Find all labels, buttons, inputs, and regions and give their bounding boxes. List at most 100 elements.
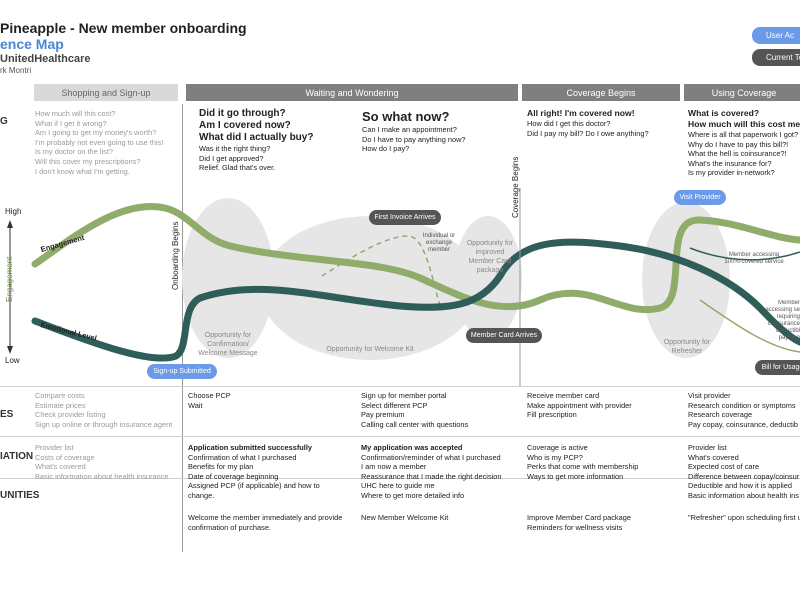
info-heading: My application was accepted	[361, 443, 463, 452]
opportunity-card-package-area	[454, 216, 522, 340]
opportunity-confirmation-area	[182, 198, 274, 358]
action-line: Estimate prices	[35, 400, 86, 410]
thinking-heading: What is covered?	[688, 108, 760, 118]
thinking-heading: What did I actually buy?	[199, 132, 314, 143]
touchpoint-signup-submitted[interactable]: Sign-up Submitted	[147, 364, 217, 379]
information-using: Provider list What's covered Expected co…	[688, 443, 800, 501]
action-line: Visit provider	[688, 391, 731, 400]
stage-shopping: Shopping and Sign-up	[34, 84, 178, 101]
thinking-line: Relief. Glad that's over.	[199, 163, 276, 173]
info-line: Coverage is active	[527, 443, 588, 452]
opportunity-line: Welcome the member immediately and provi…	[188, 513, 343, 522]
thinking-line: Was it the right thing?	[199, 144, 271, 153]
action-line: Check provider listing	[35, 410, 106, 420]
opportunities-coverage: Improve Member Card package Reminders fo…	[527, 513, 631, 532]
actions-shopping: Compare costs Estimate prices Check prov…	[35, 391, 172, 429]
action-line: Pay copay, coinsurance, deductib	[688, 419, 798, 429]
thinking-line: How did I get this doctor?	[527, 119, 611, 128]
thinking-line: Why do I have to pay this bill?!	[688, 139, 789, 149]
info-line: Reassurance that I made the right decisi…	[361, 471, 502, 481]
axis-low-label: Low	[5, 356, 20, 365]
annotation-line: coinsurance	[767, 321, 800, 327]
info-line: UHC here to guide me	[361, 481, 435, 491]
thinking-line: I don't know what I'm getting.	[35, 166, 130, 176]
author-name: rk Montri	[0, 66, 32, 75]
axis-high-label: High	[5, 207, 22, 216]
opportunity-line: New Member Welcome Kit	[361, 513, 449, 522]
action-line: Compare costs	[35, 391, 85, 400]
coinsurance-note: Member accessing se requiring coinsuranc…	[762, 300, 800, 342]
thinking-line: What's the insurance for?	[688, 158, 772, 168]
opportunity-line: Reminders for wellness visits	[527, 522, 623, 532]
thinking-coverage: All right! I'm covered now! How did I ge…	[527, 108, 649, 138]
annotation-line: Member	[777, 300, 800, 306]
axis-arrow-down-icon	[7, 346, 13, 354]
info-line: change.	[188, 490, 215, 500]
map-title: Pineapple - New member onboarding	[0, 20, 247, 36]
thinking-waiting: Did it go through? Am I covered now? Wha…	[199, 108, 313, 173]
info-line: Where to get more detailed info	[361, 490, 465, 500]
opportunity-line: Confirmation/	[207, 341, 249, 348]
info-line: Expected cost of care	[688, 462, 760, 472]
row-label-information: IATION	[0, 451, 34, 462]
touchpoint-bill-usage[interactable]: Bill for Usage	[755, 360, 800, 375]
info-line: Confirmation of what I purchased	[188, 452, 297, 462]
information-waiting1: Application submitted successfully Confi…	[188, 443, 320, 501]
thinking-line: Where is all that paperwork I got?	[688, 130, 799, 139]
info-line: Provider list	[688, 443, 727, 452]
opportunity-line: Opportunity for	[663, 339, 711, 346]
thinking-line: Will this cover my prescriptions?	[35, 156, 141, 166]
opportunity-line: Improve Member Card package	[527, 513, 631, 522]
annotation-line: requiring	[776, 314, 800, 320]
individual-member-note: Individual or exchange member	[418, 233, 460, 254]
touchpoint-visit-provider[interactable]: Visit Provider	[674, 190, 726, 205]
opportunity-refresher-area	[642, 202, 730, 358]
covered-service-branch	[689, 247, 800, 261]
opportunity-line: Refresher	[671, 348, 703, 355]
covered-service-note: Member accessing 100%-covered service	[718, 252, 790, 266]
opportunity-line: improved	[475, 249, 505, 256]
opportunity-line: Member Card	[468, 258, 512, 265]
info-line: Basic information about health insurance	[35, 471, 169, 481]
opportunities-waiting1: Welcome the member immediately and provi…	[188, 513, 342, 532]
thinking-heading: Did it go through?	[199, 108, 286, 119]
actions-waiting2: Sign up for member portal Select differe…	[361, 391, 468, 429]
opportunity-confirmation-label: Opportunity for Confirmation/ Welcome Me…	[190, 331, 266, 358]
info-line: Basic information about health ins	[688, 490, 799, 500]
coinsurance-branch	[699, 299, 800, 353]
actions-waiting1: Choose PCP Wait	[188, 391, 231, 410]
action-line: Pay premium	[361, 410, 405, 420]
info-line: Deductible and how it is applied	[688, 481, 792, 491]
thinking-line: What the hell is coinsurance?!	[688, 149, 787, 159]
info-line: Assigned PCP (if applicable) and how to	[188, 481, 320, 491]
annotation-line: Member accessing	[728, 252, 780, 258]
axis-arrow-up-icon	[7, 220, 13, 228]
thinking-line: How much will this cost?	[35, 109, 116, 118]
info-line: What's covered	[35, 462, 86, 472]
thinking-line: I'm probably not even going to use this!	[35, 137, 164, 147]
touchpoint-member-card[interactable]: Member Card Arrives	[466, 328, 542, 343]
row-separator	[0, 478, 800, 479]
thinking-line: Is my provider in-network?	[688, 168, 775, 178]
thinking-line: Did I get approved?	[199, 153, 264, 163]
engagement-curve	[31, 203, 800, 313]
information-shopping: Provider list Costs of coverage What's c…	[35, 443, 169, 481]
actions-using: Visit provider Research condition or sym…	[688, 391, 800, 429]
thinking-line: How do I pay?	[362, 144, 410, 154]
info-line: Date of coverage beginning	[188, 471, 279, 481]
stage-coverage: Coverage Begins	[522, 84, 680, 101]
thinking-using: What is covered? How much will this cost…	[688, 108, 800, 178]
opportunity-refresher-label: Opportunity for Refresher	[652, 338, 722, 356]
info-line: Provider list	[35, 443, 74, 452]
row-label-opportunities: UNITIES	[0, 490, 40, 501]
thinking-line: Did I pay my bill? Do I owe anything?	[527, 128, 649, 138]
axis-engagement-label: Engagement	[5, 256, 14, 302]
onboarding-begins-label: Onboarding Begins	[171, 221, 180, 291]
info-line: I am now a member	[361, 462, 427, 472]
opportunity-welcome-kit-label: Opportunity for Welcome Kit	[326, 346, 414, 353]
opportunity-line: "Refresher" upon scheduling first u	[688, 513, 800, 522]
coverage-begins-label: Coverage Begins	[511, 156, 520, 218]
annotation-line: member	[427, 247, 450, 253]
touchpoint-first-invoice[interactable]: First Invoice Arrives	[369, 210, 441, 225]
opportunities-waiting2: New Member Welcome Kit	[361, 513, 448, 523]
